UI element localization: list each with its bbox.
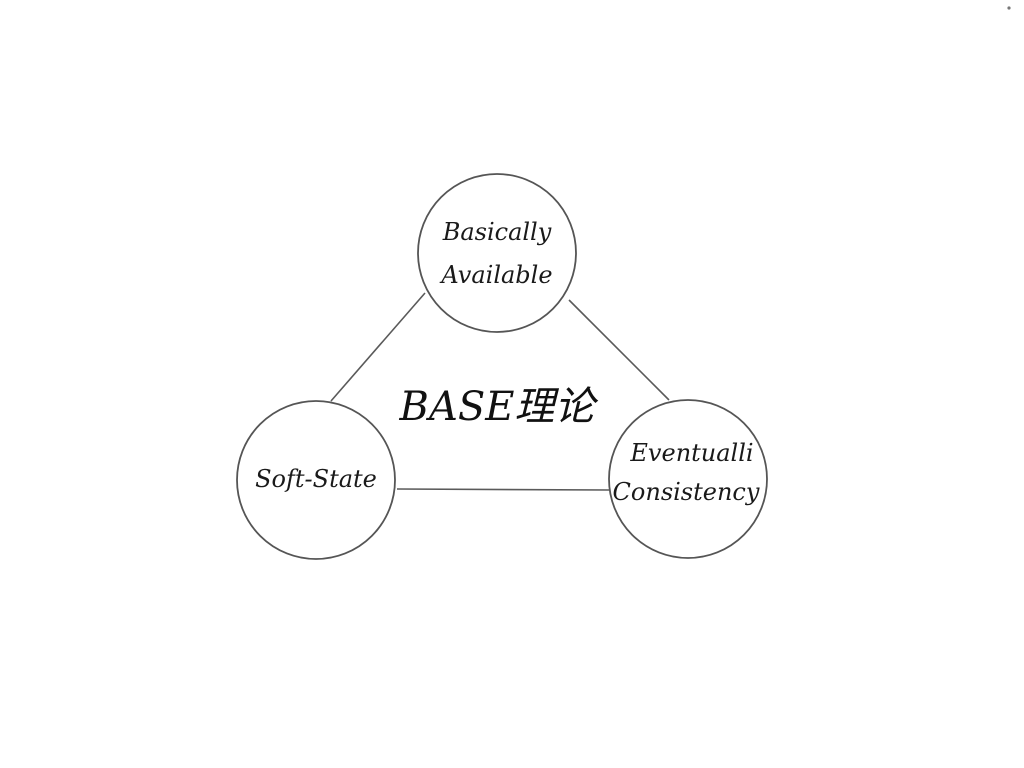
node-label-basically-available-line-2: Available	[439, 261, 552, 289]
node-circle-basically-available	[417, 173, 577, 333]
node-label-basically-available-line-1: Basically	[442, 218, 552, 246]
node-label-eventually-consistency-line-2: Consistency	[613, 478, 760, 506]
node-circle-soft-state	[236, 400, 396, 560]
edge-basically-available-eventually-consistency	[568, 299, 670, 401]
node-label-eventually-consistency-line-1: Eventualli	[629, 439, 753, 467]
edge-soft-state-eventually-consistency	[396, 488, 610, 491]
node-soft-state: Soft-State	[236, 400, 396, 560]
node-label-soft-state: Soft-State	[255, 465, 377, 493]
node-basically-available: Basically Available	[417, 173, 577, 333]
corner-dot-icon	[1007, 6, 1011, 10]
node-eventually-consistency: Eventualli Consistency	[608, 399, 768, 559]
diagram-title: BASE理论	[399, 384, 599, 430]
edge-basically-available-soft-state	[330, 292, 426, 402]
node-circle-eventually-consistency	[608, 399, 768, 559]
